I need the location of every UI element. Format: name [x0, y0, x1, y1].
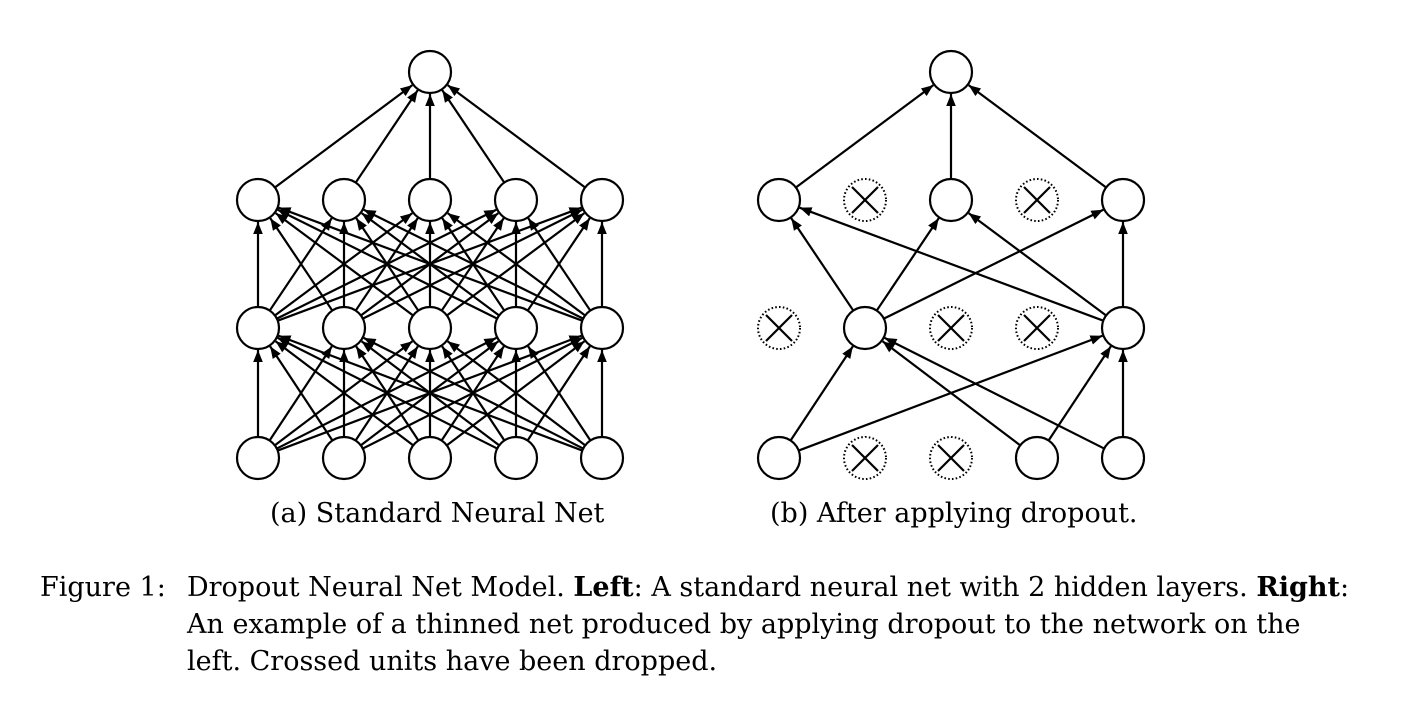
- drop-edges: [789, 84, 1128, 452]
- std-unit-l2-4: [579, 177, 625, 223]
- std-unit-l0-4: [579, 435, 625, 481]
- drop-edge-l1-4-to-0: [799, 206, 1104, 322]
- std-edge-l1-4-to-1: [363, 208, 584, 320]
- std-unit-l1-0: [235, 305, 281, 351]
- std-edge-l0-4-to-1: [363, 336, 584, 450]
- std-units: [235, 49, 625, 481]
- figure-label: Figure 1:: [40, 572, 166, 603]
- std-unit-l0-3: [493, 435, 539, 481]
- drop-dropped-unit-l2-3: [1015, 178, 1059, 222]
- drop-unit-l2-4: [1100, 177, 1146, 223]
- std-edge-l2-0-to-0: [274, 84, 414, 189]
- std-unit-l2-0: [235, 177, 281, 223]
- drop-dropped-unit-l1-3: [1015, 306, 1059, 350]
- std-edge-l0-3-to-0: [277, 336, 498, 450]
- std-edge-l1-4-to-2: [446, 212, 586, 317]
- drop-edge-l0-4-to-1: [884, 336, 1105, 450]
- std-edge-l0-4-to-0: [278, 334, 583, 452]
- std-edge-l0-2-to-0: [274, 340, 414, 447]
- caption-text: Dropout Neural Net Model. Left: A standa…: [187, 569, 1350, 680]
- drop-unit-l0-4: [1100, 435, 1146, 481]
- std-unit-l2-3: [493, 177, 539, 223]
- dropout-neural-net-diagram: [756, 49, 1146, 481]
- drop-edge-l0-3-to-1: [881, 340, 1021, 447]
- panel-a-caption: (a) Standard Neural Net: [270, 498, 605, 529]
- cross-stroke: [937, 444, 965, 472]
- dropout-figure: [235, 49, 1146, 481]
- drop-edge-l1-1-to-2: [875, 217, 940, 312]
- drop-dropped-unit-l2-1: [843, 178, 887, 222]
- caption-left-label: Left: [573, 572, 634, 603]
- drop-edge-l1-1-to-4: [883, 208, 1104, 320]
- caption-intro: Dropout Neural Net Model.: [187, 572, 565, 603]
- cross-stroke: [851, 186, 879, 214]
- cross-stroke: [851, 444, 879, 472]
- drop-units: [756, 49, 1146, 481]
- std-edge-l2-4-to-0: [446, 84, 586, 189]
- drop-unit-l2-0: [756, 177, 802, 223]
- cross-stroke: [1023, 186, 1051, 214]
- drop-unit-l1-4: [1100, 305, 1146, 351]
- std-unit-l1-3: [493, 305, 539, 351]
- caption-right-label: Right: [1256, 572, 1341, 603]
- std-edge-l2-1-to-0: [354, 89, 419, 184]
- std-edge-l1-4-to-0: [278, 206, 583, 322]
- drop-edge-l1-1-to-0: [790, 217, 855, 312]
- figure-caption: Figure 1: Dropout Neural Net Model. Left…: [40, 569, 1350, 680]
- drop-unit-l3-0: [928, 49, 974, 95]
- drop-edge-l2-0-to-0: [795, 84, 935, 189]
- standard-neural-net-diagram: [235, 49, 625, 481]
- std-unit-l0-2: [407, 435, 453, 481]
- std-unit-l1-1: [321, 305, 367, 351]
- std-edge-l0-1-to-0: [269, 345, 334, 442]
- std-edge-l0-4-to-3: [527, 345, 592, 442]
- caption-right-text: : An example of a thinned net produced b…: [187, 572, 1350, 677]
- drop-unit-l0-3: [1014, 435, 1060, 481]
- drop-edge-l2-4-to-0: [967, 84, 1107, 189]
- panel-b-caption: (b) After applying dropout.: [770, 498, 1138, 529]
- std-unit-l0-0: [235, 435, 281, 481]
- cross-stroke: [937, 314, 965, 342]
- std-edge-l2-3-to-0: [441, 89, 506, 184]
- drop-dropped-unit-l1-2: [929, 306, 973, 350]
- cross-stroke: [1023, 314, 1051, 342]
- caption-left-text: : A standard neural net with 2 hidden la…: [633, 572, 1248, 603]
- drop-unit-l0-0: [756, 435, 802, 481]
- drop-dropped-unit-l0-1: [843, 436, 887, 480]
- std-edge-l0-4-to-2: [446, 340, 586, 447]
- drop-edge-l0-0-to-1: [789, 345, 854, 442]
- std-unit-l1-4: [579, 305, 625, 351]
- drop-unit-l2-2: [928, 177, 974, 223]
- std-edges: [253, 84, 607, 452]
- drop-unit-l1-1: [842, 305, 888, 351]
- std-edge-l1-1-to-0: [269, 217, 334, 312]
- std-edge-l1-2-to-0: [274, 212, 414, 317]
- std-edge-l1-4-to-3: [527, 217, 592, 312]
- std-unit-l3-0: [407, 49, 453, 95]
- drop-dropped-unit-l0-2: [929, 436, 973, 480]
- std-unit-l0-1: [321, 435, 367, 481]
- std-unit-l2-2: [407, 177, 453, 223]
- drop-edge-l1-4-to-2: [967, 212, 1107, 317]
- drop-dropped-unit-l1-0: [757, 306, 801, 350]
- std-unit-l1-2: [407, 305, 453, 351]
- cross-stroke: [765, 314, 793, 342]
- std-edge-l1-3-to-0: [277, 208, 498, 320]
- std-unit-l2-1: [321, 177, 367, 223]
